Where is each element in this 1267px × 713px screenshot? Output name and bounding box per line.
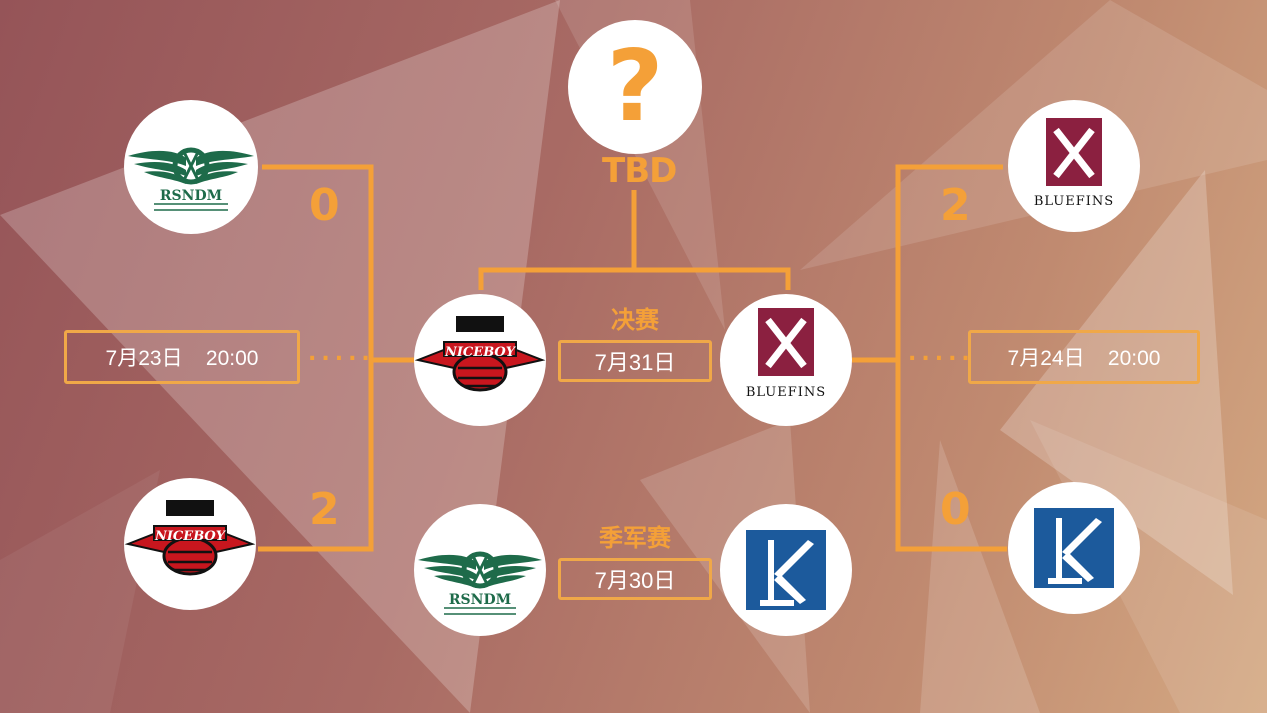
left-semifinal-date: 7月23日 20:00 xyxy=(64,330,300,384)
k-wordmark: K xyxy=(720,504,721,505)
right-connector-dots: ..... xyxy=(908,341,975,366)
left-connector-dots: ..... xyxy=(308,341,375,366)
team-logo-niceboy-final: NICEBOY xyxy=(414,294,546,426)
team-logo-bluefins-right: BLUEFINS xyxy=(1008,100,1140,232)
left-bottom-score: 2 xyxy=(309,484,340,535)
rsndm-wings-icon xyxy=(418,551,542,615)
k-wordmark: K xyxy=(1008,482,1009,483)
bluefins-wordmark: BLUEFINS xyxy=(1033,194,1115,209)
rsndm-wordmark: RSNDM xyxy=(448,592,512,608)
team-logo-k-third: K xyxy=(720,504,852,636)
team-logo-rsndm-third: RSNDM xyxy=(414,504,546,636)
k-stick-icon xyxy=(1034,508,1114,588)
third-place-date: 7月30日 xyxy=(558,558,712,600)
final-date: 7月31日 xyxy=(558,340,712,382)
third-place-label: 季军赛 xyxy=(599,524,671,552)
right-top-score: 2 xyxy=(940,180,971,231)
team-logo-rsndm-left: RSNDM xyxy=(124,100,258,234)
champion-placeholder: ? xyxy=(568,20,702,154)
rsndm-wordmark: RSNDM xyxy=(159,188,223,204)
rsndm-wings-icon xyxy=(128,147,254,211)
niceboy-wordmark: NICEBOY xyxy=(444,345,516,360)
champion-label: TBD xyxy=(602,151,677,191)
niceboy-shield-icon xyxy=(414,316,546,392)
bluefins-x-icon xyxy=(1046,118,1102,186)
niceboy-shield-icon xyxy=(124,500,256,576)
final-label: 决赛 xyxy=(611,306,659,334)
team-logo-bluefins-final: BLUEFINS xyxy=(720,294,852,426)
team-logo-k-right: K xyxy=(1008,482,1140,614)
bluefins-wordmark: BLUEFINS xyxy=(745,385,827,400)
right-semifinal-date: 7月24日 20:00 xyxy=(968,330,1200,384)
left-top-score: 0 xyxy=(309,180,340,231)
team-logo-niceboy-left: NICEBOY xyxy=(124,478,256,610)
bluefins-x-icon xyxy=(758,308,814,376)
right-bottom-score: 0 xyxy=(940,484,971,535)
k-stick-icon xyxy=(746,530,826,610)
niceboy-wordmark: NICEBOY xyxy=(154,529,226,544)
question-mark-icon: ? xyxy=(606,30,664,144)
